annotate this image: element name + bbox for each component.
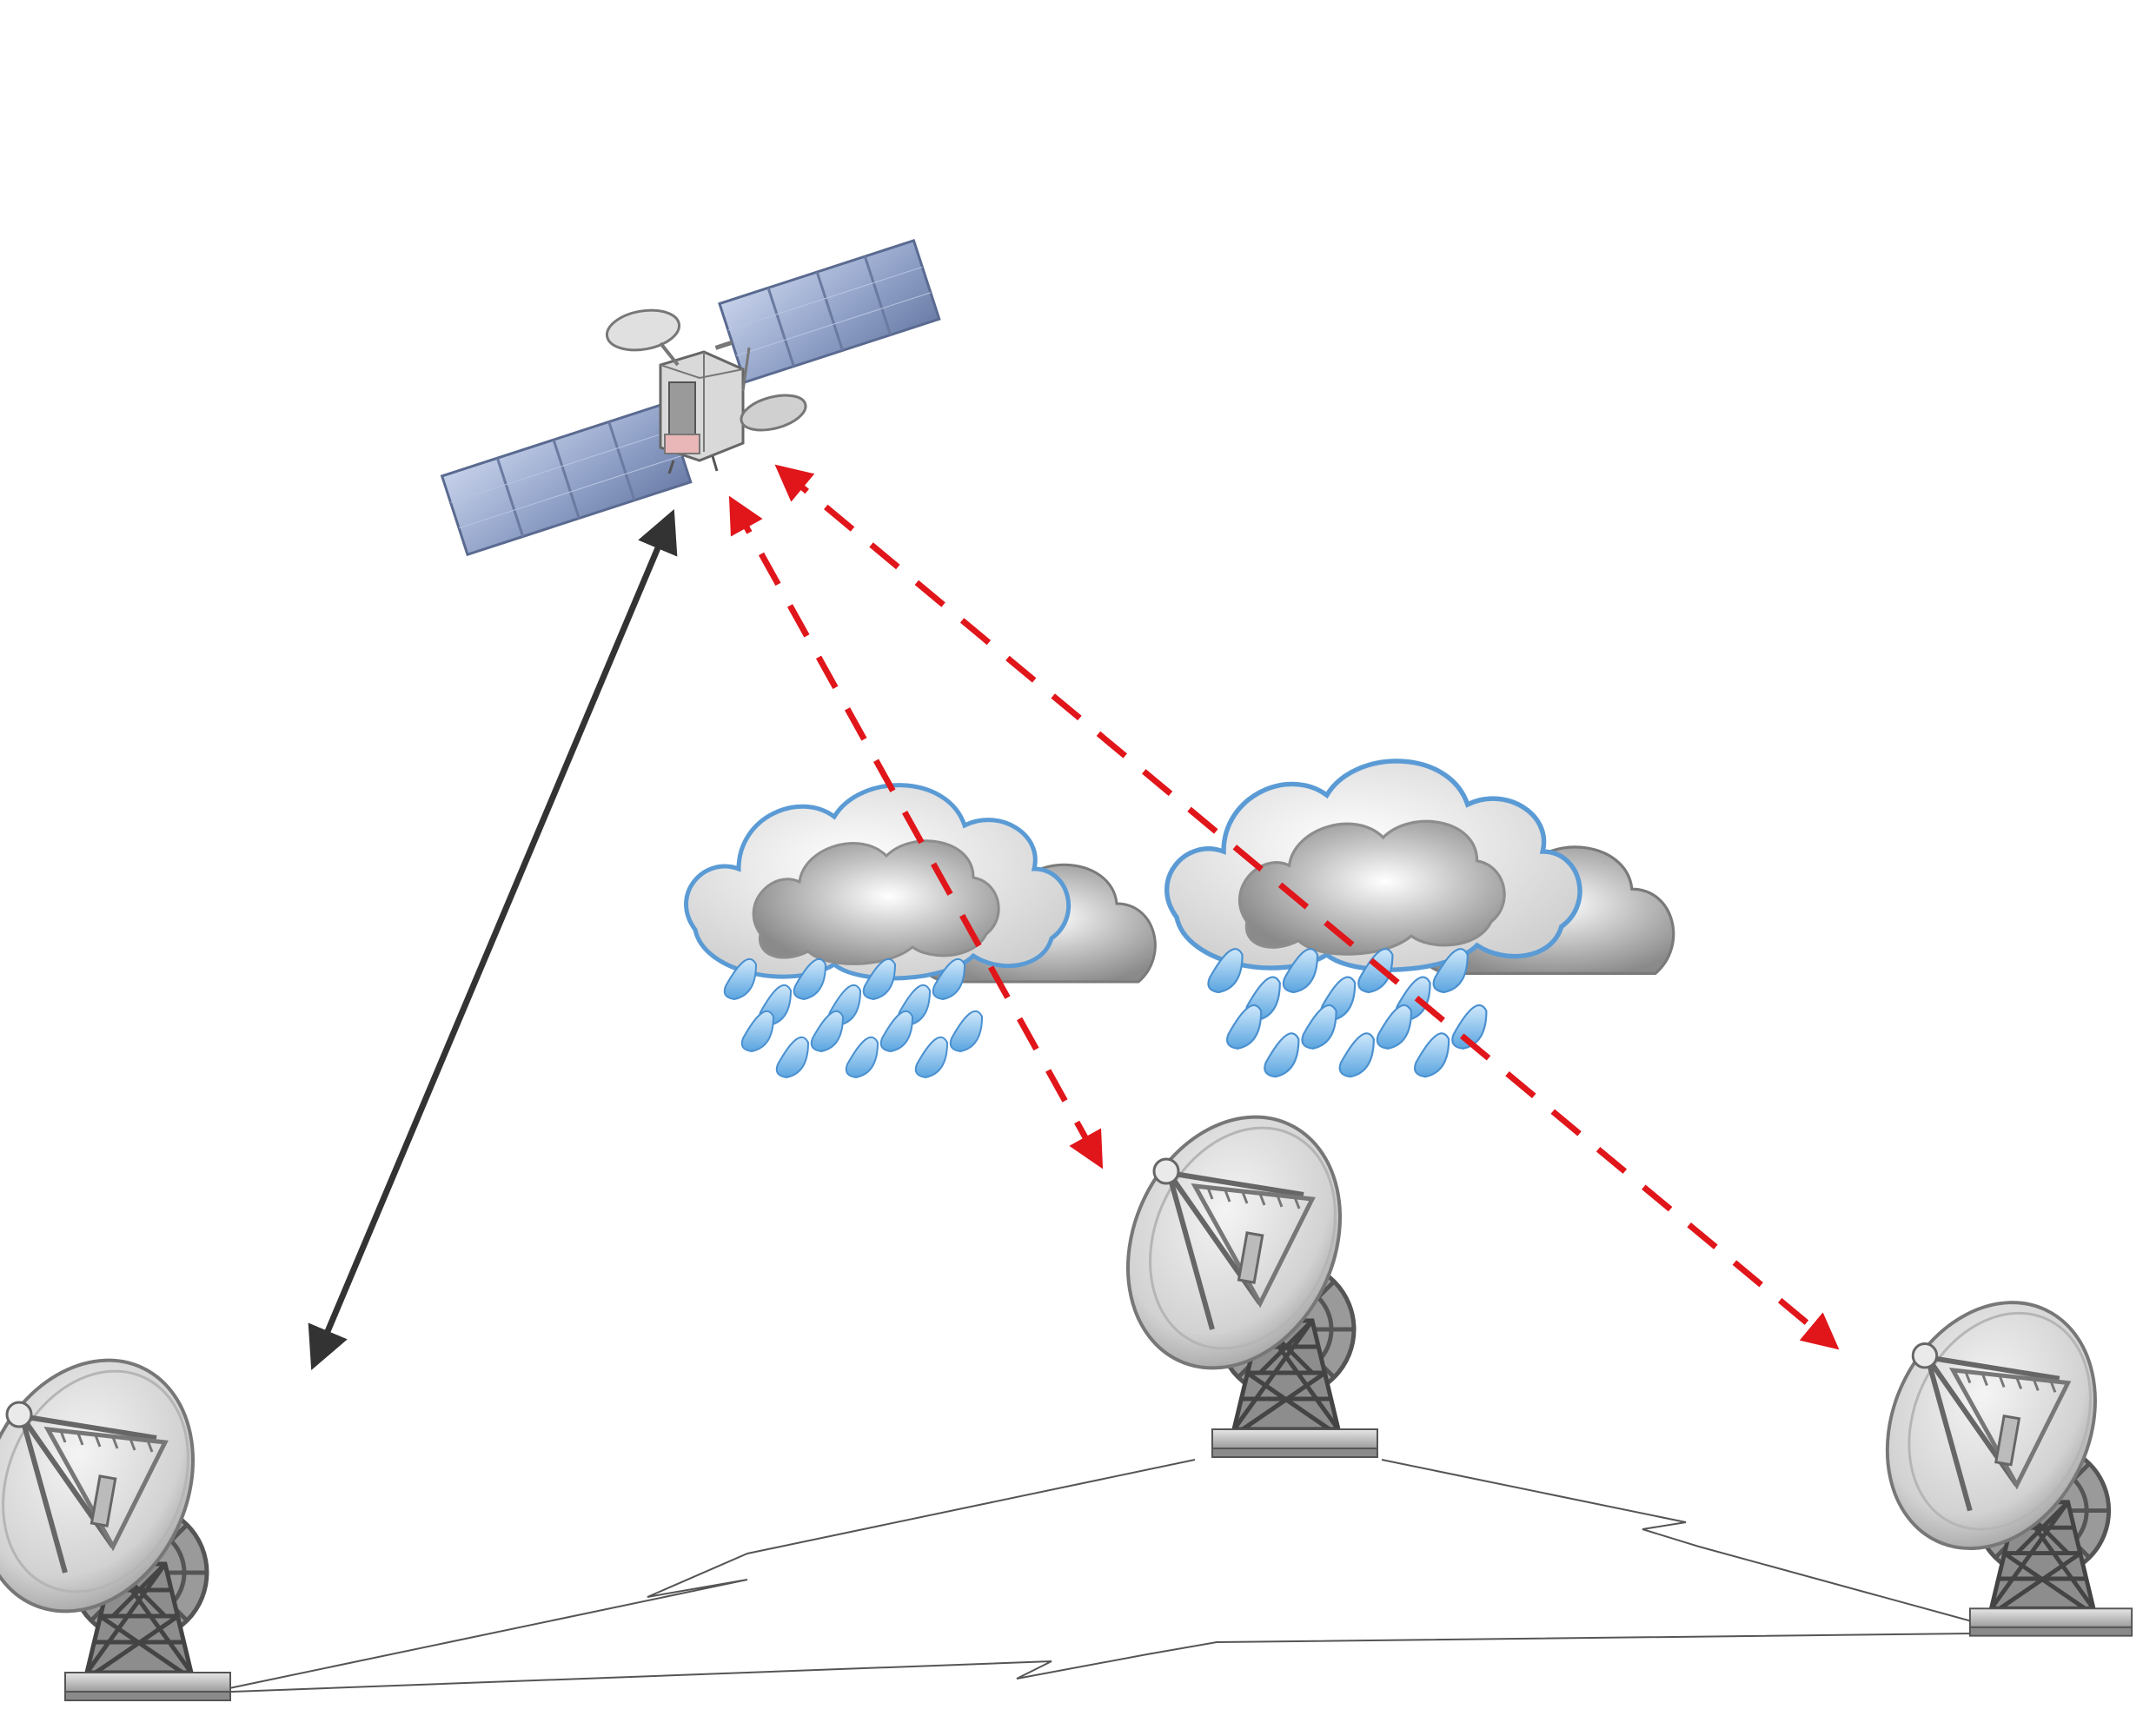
terrestrial-link-left-center: [208, 1459, 1196, 1693]
satellite-dish-icon: [1088, 1082, 1379, 1457]
satellite-dish-icon: [1848, 1269, 2134, 1636]
rain-cloud-icon: [1167, 761, 1674, 1077]
rain-cloud-icon: [687, 785, 1156, 1077]
terrestrial-link-left-right: [208, 1633, 1974, 1693]
satellite-links: [308, 464, 1840, 1371]
clear-sky-link: [308, 508, 678, 1371]
ground-station-left: [0, 1325, 233, 1700]
terrestrial-link-center-right: [1381, 1459, 2017, 1634]
rain-cloud-right: [1167, 761, 1674, 1077]
satellite-dish-icon: [0, 1325, 233, 1700]
rain-faded-link-right: [774, 464, 1840, 1350]
satellite-icon: [440, 238, 941, 557]
rain-cloud-left: [687, 785, 1156, 1077]
ground-station-center: [1088, 1082, 1379, 1457]
ground-station-right: [1848, 1269, 2134, 1636]
terrestrial-links: [208, 1459, 2017, 1693]
